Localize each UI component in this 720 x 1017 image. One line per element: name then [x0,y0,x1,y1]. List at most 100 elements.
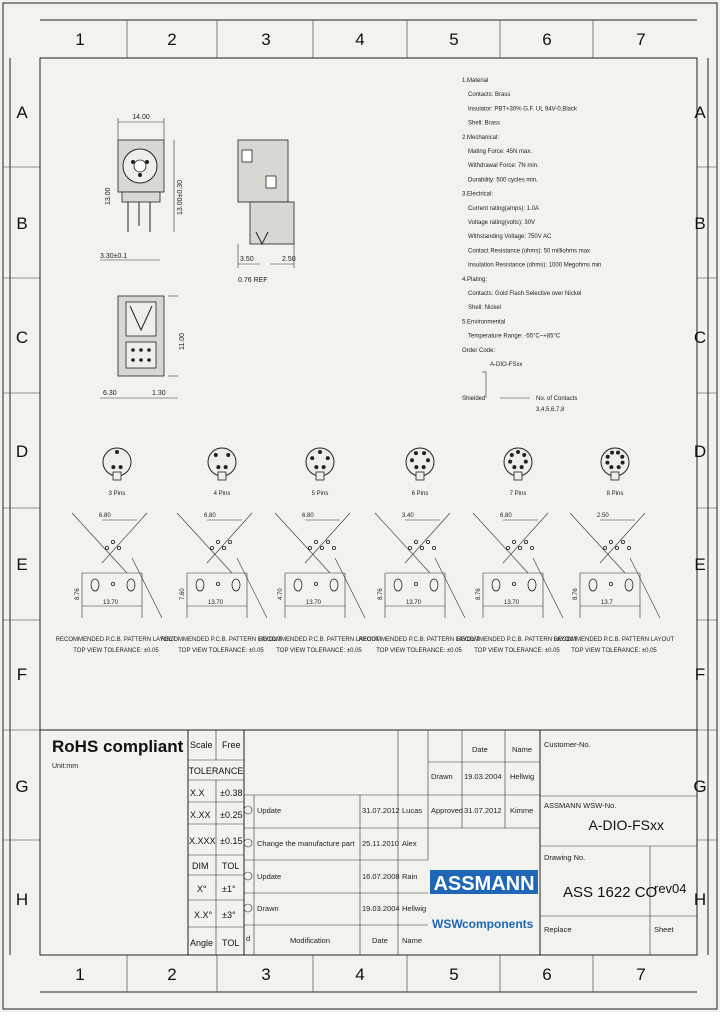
footprint-dim: 6.80 [500,513,512,519]
mount-hole [491,578,501,592]
mount-hole [429,578,439,592]
layout-tolerance: TOP VIEW TOLERANCE: ±0.05 [571,648,657,654]
layout-note: RECOMMENDED P.C.B. PATTERN LAYOUT [554,637,675,643]
socket-pin [516,450,520,454]
spec-line: Order Code: [462,348,495,354]
col-label: 7 [636,30,645,49]
rev-name-header: Name [402,936,422,945]
pcb-hole [425,540,430,545]
spec-line: Withdrawal Force: 7N min. [468,163,539,169]
footprint-dim: 7.60 [180,588,186,600]
pcb-hole [419,546,424,551]
mount-hole [111,582,116,587]
approved-name: Kimme [510,806,533,815]
pcb-hole [609,540,614,545]
pcb-hole [627,546,632,551]
revision-name: Lucas [402,806,422,815]
pcb-hole [512,540,517,545]
footprint-dim: 13.70 [504,600,520,606]
footprint-dim: 13.70 [406,600,422,606]
dim-height-tol: 13.00±0.30 [177,180,184,215]
spec-line: A-DIO-FSxx [490,362,522,368]
revision-marker [243,871,253,881]
mount-hole [293,578,303,592]
mount-hole [313,582,318,587]
revision-marker [243,903,253,913]
pin-count-label: 8 Pins [607,491,624,497]
replace-label: Replace [544,925,572,934]
socket-pin [321,465,326,470]
sheet-label: Sheet [654,925,675,934]
assmann-no-label: ASSMANN WSW-No. [544,801,616,810]
pin-count-label: 6 Pins [412,491,429,497]
spec-line: Shell: Brass [468,121,500,127]
pcb-hole [518,546,523,551]
footprint-dim: 13.70 [208,600,224,606]
socket-pin [609,465,614,470]
spec-line: Mating Force: 45N max. [468,149,532,155]
pcb-hole [615,546,620,551]
revision-marker [243,805,253,815]
pcb-hole [227,540,232,545]
approved-label: Approved [431,806,463,815]
mount-hole [215,582,220,587]
spec-line: 3.Electrical: [462,192,493,198]
pcb-hole [307,546,312,551]
mount-hole [512,582,517,587]
tolerance-title: TOLERANCE [189,766,244,776]
order-note-shielded: Shielded [462,396,485,402]
dim-left-width: 3.30±0.1 [100,253,127,260]
angle-tol: TOL [222,938,239,948]
mount-hole [624,578,634,592]
dim-side-c: 0.76 REF [238,277,268,284]
dim-height: 13.00 [105,187,112,205]
spec-line: Contacts: Gold Flash Selective over Nick… [468,291,581,297]
mount-hole [527,578,537,592]
scale-label: Scale [190,740,213,750]
mount-hole [609,582,614,587]
col-label: 2 [167,965,176,984]
socket-pin [522,452,527,457]
footprint-dim: 13.7 [601,600,613,606]
socket-pin [509,452,514,457]
angle-key: X.X° [194,910,213,920]
pcb-hole [313,540,318,545]
layout-tolerance: TOP VIEW TOLERANCE: ±0.05 [276,648,362,654]
mount-hole [588,578,598,592]
row-label: E [16,555,27,574]
col-label: 6 [542,30,551,49]
socket-pin [620,460,625,465]
pcb-hole [221,546,226,551]
spec-line: 5.Environmental [462,319,505,325]
socket-pin [226,452,231,457]
footprint-dim: 6.80 [99,513,111,519]
mount-hole [195,578,205,592]
revision-text: Update [257,872,281,881]
row-label: A [16,103,28,122]
spec-line: Voltage rating(volts): 30V [468,220,535,226]
socket-pin [413,451,418,456]
socket-pin [508,459,513,464]
tol-label: TOL [222,861,239,871]
col-label: 2 [167,30,176,49]
row-label: G [15,777,28,796]
footprint-dim: 8.76 [476,588,482,600]
row-label: E [694,555,705,574]
assmann-logo: ASSMANN WSW components [430,870,538,931]
footprint-dim: 4.70 [278,588,284,600]
layout-tolerance: TOP VIEW TOLERANCE: ±0.05 [73,648,159,654]
pin-count-label: 3 Pins [109,491,126,497]
rev-date-header: Date [372,936,388,945]
tol-value: ±0.25 [220,810,242,820]
drawing-no-label: Drawing No. [544,853,585,862]
spec-line: Withstanding Voltage: 750V AC [468,234,552,240]
rohs-label: RoHS compliant [52,737,184,756]
spec-line: 1.Material [462,78,488,84]
row-label: B [694,214,705,233]
row-label: D [694,442,706,461]
footprint-dim: 8.76 [75,588,81,600]
dim-pin-height: 11.00 [179,333,186,350]
pcb-hole [505,546,510,551]
